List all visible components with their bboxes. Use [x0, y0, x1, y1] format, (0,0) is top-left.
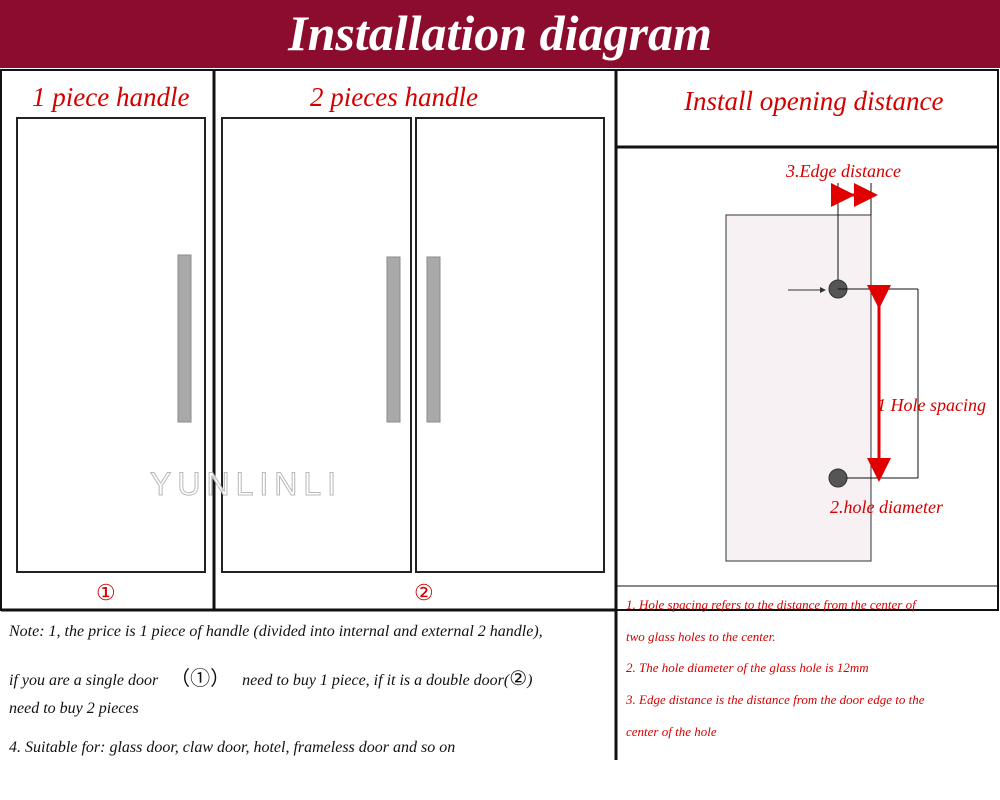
- label-install-opening-distance: Install opening distance: [684, 86, 944, 116]
- brand-watermark: YUNLINLI: [149, 466, 343, 503]
- note-line-3: need to buy 2 pieces: [9, 700, 139, 717]
- note-line-1: Note: 1, the price is 1 piece of handle …: [9, 623, 543, 640]
- note-line-2: if you are a single door （①） need to buy…: [9, 662, 533, 691]
- single-door-handle: [177, 254, 192, 423]
- double-door-right-handle: [426, 256, 441, 423]
- bottom-hole: [828, 468, 848, 488]
- right-note-3a: 3. Edge distance is the distance from th…: [626, 692, 925, 707]
- label-edge-distance: 3.Edge distance: [786, 161, 901, 181]
- double-door-left: [221, 117, 412, 573]
- note-circle-two: ②: [509, 668, 528, 690]
- double-door-right: [415, 117, 605, 573]
- note-line-2-part-b: need to buy 1 piece, if it is a double d…: [242, 672, 510, 689]
- hole-pointer-arrowhead: [820, 287, 826, 293]
- page-title: Installation diagram: [288, 5, 712, 61]
- label-hole-spacing: 1 Hole spacing: [877, 395, 986, 415]
- note-line-2-part-c: ): [527, 672, 533, 689]
- right-note-1b: two glass holes to the center.: [626, 629, 776, 644]
- double-door-left-handle: [386, 256, 401, 423]
- note-line-4: 4. Suitable for: glass door, claw door, …: [9, 739, 456, 756]
- label-two-pieces-handle: 2 pieces handle: [310, 82, 478, 112]
- label-one-piece-handle: 1 piece handle: [32, 82, 190, 112]
- label-hole-diameter: 2.hole diameter: [830, 497, 943, 517]
- right-note-2: 2. The hole diameter of the glass hole i…: [626, 660, 869, 675]
- note-circle-one: （①）: [170, 668, 231, 690]
- single-door: [16, 117, 206, 573]
- right-note-3b: center of the hole: [626, 724, 717, 739]
- header-banner: [0, 0, 1000, 68]
- marker-two: ②: [414, 580, 434, 605]
- right-note-1a: 1. Hole spacing refers to the distance f…: [626, 597, 916, 612]
- marker-one: ①: [96, 580, 116, 605]
- note-line-2-part-a: if you are a single door: [9, 672, 159, 689]
